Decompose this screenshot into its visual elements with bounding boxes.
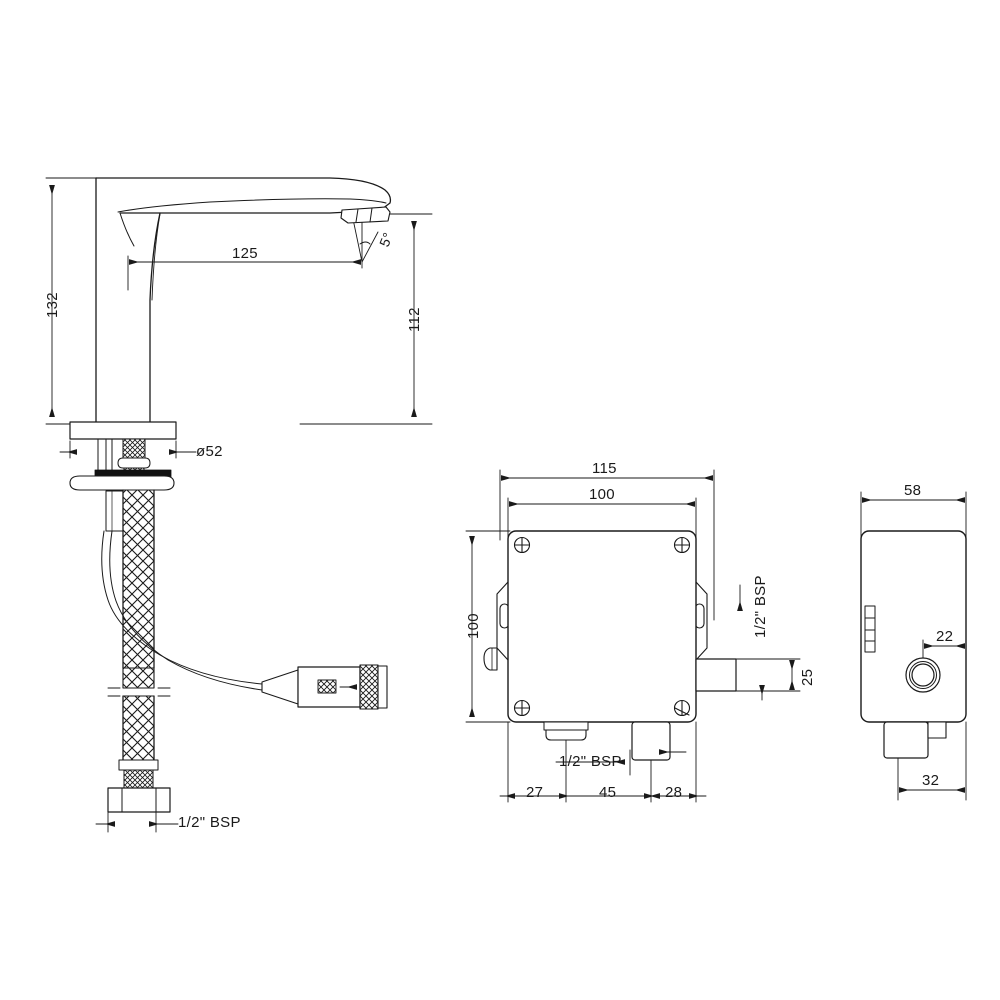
dim-label-box-dim-45: 45 <box>599 784 617 801</box>
faucet-bsp-leader <box>95 811 179 833</box>
control-box-front-view <box>465 469 801 803</box>
dim-label-box-bottom-thread: 1/2" BSP <box>559 753 622 770</box>
box-dim-25 <box>735 658 801 701</box>
box-bottom-chain-dims <box>499 721 707 803</box>
box-dim-115 <box>499 469 715 621</box>
cable-connector <box>261 664 388 710</box>
side-dim-32 <box>897 721 967 801</box>
dim-label-side-sensor-offset: 22 <box>936 628 954 645</box>
control-box-side-view <box>860 491 967 801</box>
dim-label-side-outlet-offset: 32 <box>922 772 940 789</box>
faucet-view <box>45 177 433 833</box>
box-screws <box>513 536 691 717</box>
dim-label-box-body-height: 100 <box>465 613 482 639</box>
faucet-dim-132 <box>45 177 101 425</box>
dim-label-side-depth: 58 <box>904 482 922 499</box>
dim-label-box-dim-27: 27 <box>526 784 544 801</box>
side-dim-22 <box>922 619 967 661</box>
dim-label-box-body-width: 100 <box>589 486 615 503</box>
dim-label-faucet-height: 132 <box>44 292 61 318</box>
dim-label-hose-thread: 1/2" BSP <box>178 814 241 831</box>
dim-label-spout-reach: 125 <box>232 245 258 262</box>
dim-label-spout-height: 112 <box>406 307 423 332</box>
faucet-dim-5deg <box>352 218 379 263</box>
box-bottom-bsp-leader <box>555 749 631 776</box>
dim-label-box-side-thread: 1/2" BSP <box>752 575 769 638</box>
side-dim-58 <box>860 491 967 541</box>
dim-label-box-width: 115 <box>592 460 617 477</box>
faucet-dim-dia52 <box>59 440 197 459</box>
dim-label-box-dim-28: 28 <box>665 784 683 801</box>
dim-label-box-outlet-offset: 25 <box>799 668 816 686</box>
hose-break-line <box>107 687 171 697</box>
dim-label-base-diameter: ø52 <box>196 443 223 460</box>
box-dim-100-height <box>465 530 511 723</box>
faucet-shank <box>69 438 175 491</box>
